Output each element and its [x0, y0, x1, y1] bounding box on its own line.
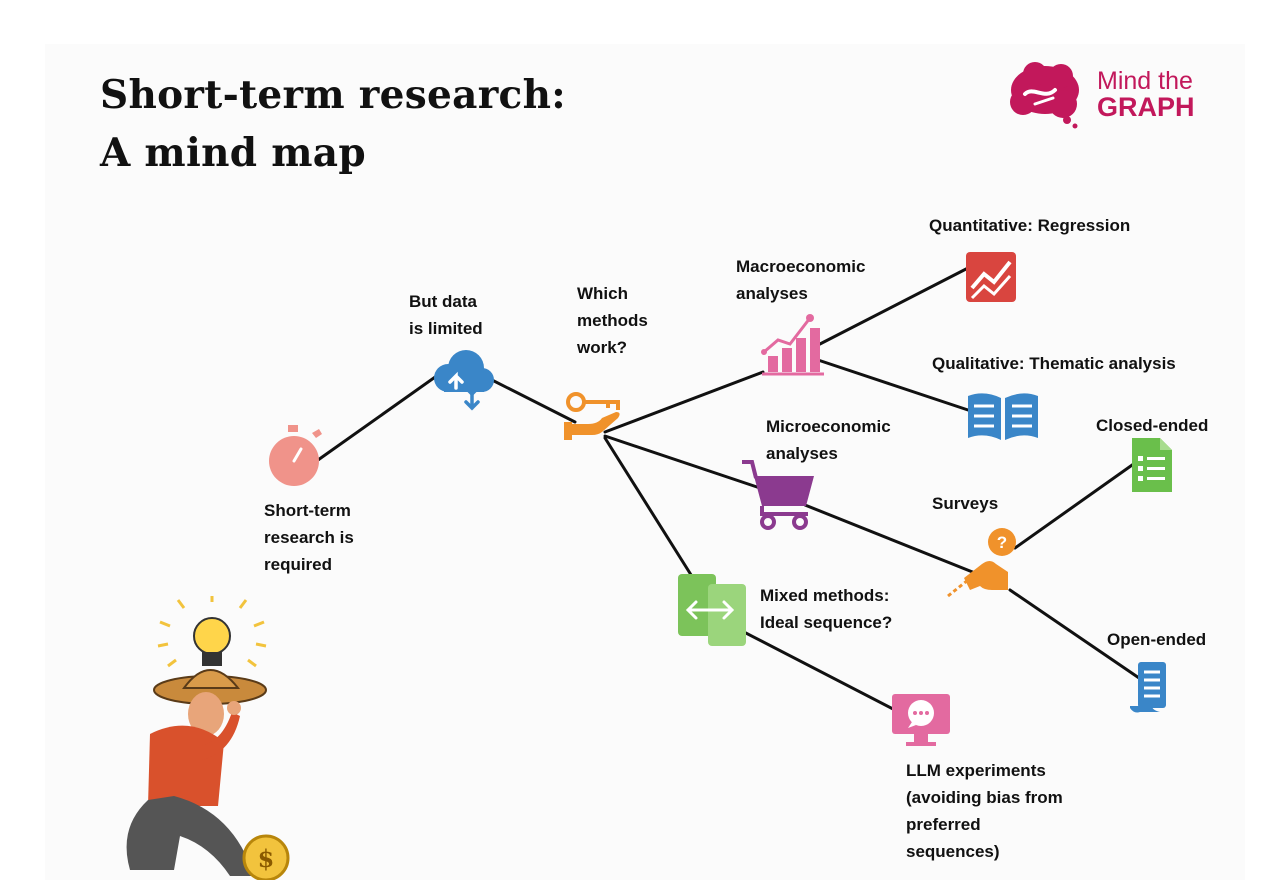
- node-quantitative: Quantitative: Regression: [929, 216, 1131, 235]
- node-text: methods: [577, 311, 648, 330]
- edge-surveys-to-closed: [1013, 461, 1137, 550]
- node-text: Ideal sequence?: [760, 613, 893, 632]
- node-microeconomic: Microeconomic analyses: [766, 413, 891, 467]
- node-text: Macroeconomic: [736, 257, 866, 276]
- edge-surveys-to-open: [1008, 588, 1144, 682]
- thinking-man-illustration: $: [88, 596, 300, 885]
- node-text: work?: [577, 338, 628, 357]
- edge-micro-to-surveys: [803, 503, 977, 575]
- regression-chart-icon: [966, 252, 1016, 307]
- scroll-icon: [1128, 660, 1170, 721]
- hand-question-icon: ?: [946, 526, 1018, 603]
- node-text: analyses: [766, 444, 838, 463]
- node-qualitative: Qualitative: Thematic analysis: [932, 354, 1176, 373]
- node-llm-experiments: LLM experiments (avoiding bias from pref…: [906, 757, 1063, 865]
- node-text: But data: [409, 292, 477, 311]
- chat-monitor-icon: [890, 692, 952, 753]
- node-text: sequences): [906, 842, 1000, 861]
- title-line-1: Short-term research:: [100, 72, 566, 118]
- shopping-cart-icon: [740, 458, 816, 535]
- cloud-sync-icon: [430, 348, 498, 417]
- node-closed-ended: Closed-ended: [1096, 416, 1209, 435]
- node-surveys: Surveys: [932, 494, 999, 513]
- node-text: is limited: [409, 319, 483, 338]
- brain-logo-icon: [1010, 62, 1079, 129]
- node-text: preferred: [906, 815, 981, 834]
- logo-text-line-1: Mind the: [1097, 67, 1193, 95]
- logo-text-line-2: GRAPH: [1097, 92, 1195, 122]
- node-mixed-methods: Mixed methods: Ideal sequence?: [760, 582, 892, 636]
- hand-key-icon: [562, 388, 628, 449]
- node-text: research is: [264, 528, 354, 547]
- node-text: analyses: [736, 284, 808, 303]
- edge-macro-to-quantitative: [816, 266, 970, 347]
- edge-macro-to-qualitative: [816, 358, 970, 412]
- edge-methods-to-micro: [603, 434, 762, 490]
- devices-exchange-icon: [676, 572, 748, 653]
- chart-growth-icon: [760, 312, 826, 383]
- node-open-ended: Open-ended: [1107, 630, 1207, 649]
- mind-the-graph-logo: Mind the GRAPH: [1005, 60, 1220, 132]
- node-text: (avoiding bias from: [906, 788, 1063, 807]
- node-text: Which: [577, 284, 628, 303]
- title-line-2: A mind map: [100, 130, 366, 176]
- node-data-limited: But data is limited: [409, 288, 483, 342]
- checklist-icon: [1132, 438, 1172, 497]
- node-short-term-research: Short-term research is required: [264, 497, 354, 578]
- edge-start-to-data: [316, 373, 440, 462]
- edge-methods-to-macro: [603, 370, 765, 434]
- node-text: Short-term: [264, 501, 351, 520]
- open-book-icon: [966, 390, 1040, 447]
- node-text: Mixed methods:: [760, 586, 890, 605]
- svg-text:$: $: [258, 844, 275, 873]
- node-text: LLM experiments: [906, 761, 1046, 780]
- svg-text:?: ?: [997, 533, 1007, 552]
- node-macroeconomic: Macroeconomic analyses: [736, 253, 865, 307]
- stopwatch-icon: [266, 425, 328, 492]
- slide-background: [45, 44, 1245, 880]
- page-title: Short-term research: A mind map: [100, 66, 566, 182]
- node-text: Microeconomic: [766, 417, 891, 436]
- edge-mixed-to-llm: [738, 628, 897, 712]
- edge-data-to-methods: [486, 376, 577, 424]
- edge-methods-to-mixed: [603, 436, 695, 580]
- node-text: required: [264, 555, 333, 574]
- node-which-methods: Which methods work?: [577, 280, 648, 361]
